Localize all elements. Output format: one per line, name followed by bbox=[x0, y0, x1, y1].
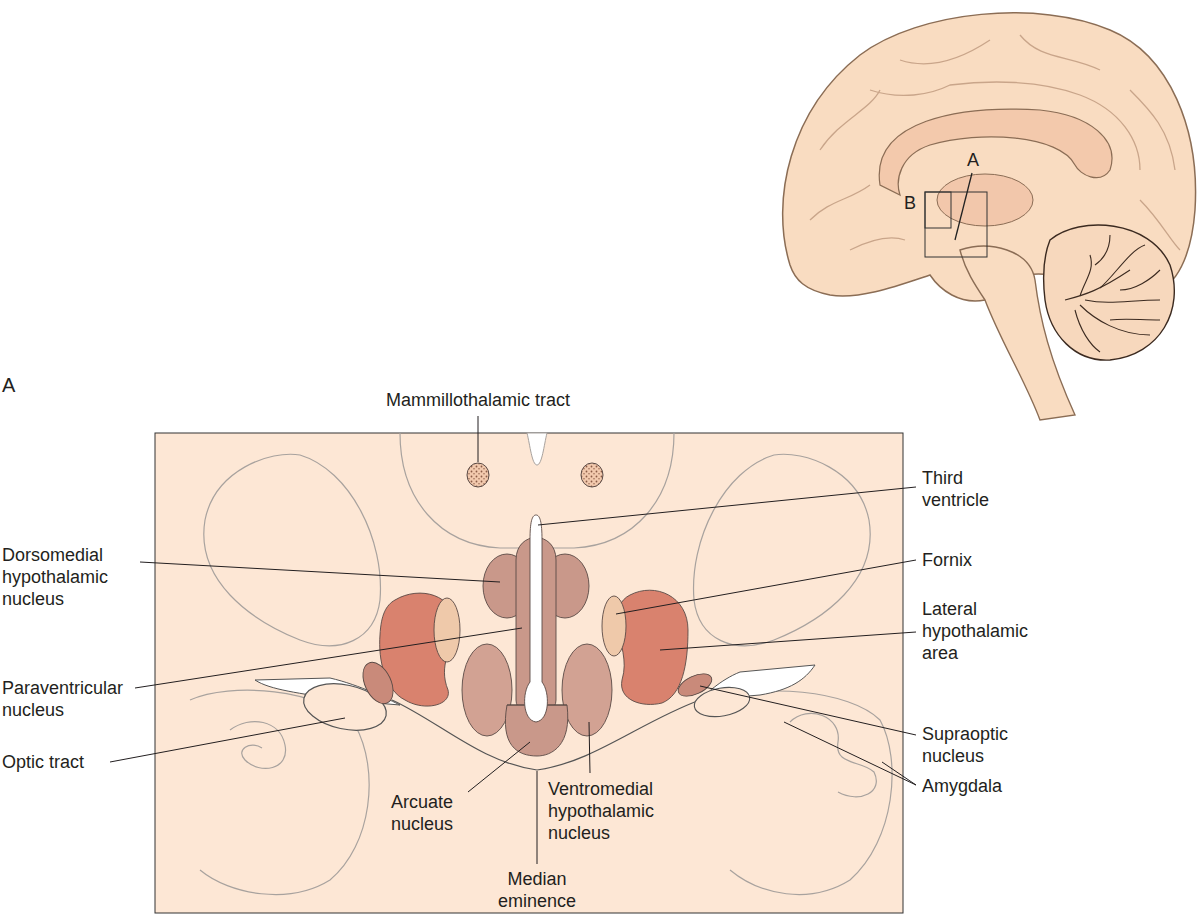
leader-line bbox=[784, 722, 916, 785]
supraoptic-nucleus-shape bbox=[357, 658, 399, 709]
structure-label: Lateral hypothalamic area bbox=[922, 598, 1040, 664]
background-structures bbox=[190, 433, 892, 894]
structure-label: Paraventricular nucleus bbox=[2, 677, 142, 721]
structure-label: Mammillothalamic tract bbox=[358, 389, 598, 411]
section-letter: A bbox=[967, 149, 987, 171]
brain-inset bbox=[783, 13, 1196, 420]
leader-line bbox=[616, 560, 916, 614]
section-letter: B bbox=[904, 192, 924, 214]
leader-line bbox=[468, 742, 530, 792]
section-box-inner bbox=[925, 192, 951, 228]
ventromedial-nucleus-shape bbox=[562, 644, 612, 736]
leader-line bbox=[110, 718, 345, 762]
mammillothalamic-tract-shape bbox=[467, 463, 489, 487]
structure-label: Arcuate nucleus bbox=[380, 791, 464, 835]
leader-line bbox=[537, 771, 538, 864]
cerebellar-folia bbox=[1065, 235, 1160, 352]
mammillothalamic-tract-shape bbox=[581, 463, 603, 487]
leader-line bbox=[538, 487, 916, 525]
supraoptic-nucleus-shape bbox=[675, 669, 715, 701]
structure-label: Dorsomedial hypothalamic nucleus bbox=[2, 544, 137, 610]
section-box-b bbox=[925, 192, 987, 257]
midline-notch bbox=[527, 433, 547, 465]
section-panel bbox=[155, 433, 903, 913]
leader-line bbox=[660, 632, 916, 650]
gyri bbox=[810, 35, 1180, 250]
section-line-a bbox=[955, 173, 972, 240]
structure-label: Amygdala bbox=[922, 775, 1032, 797]
ventromedial-nucleus-shape bbox=[462, 644, 512, 736]
leader-line bbox=[882, 762, 916, 785]
cerebellum bbox=[1044, 225, 1175, 360]
leader-line bbox=[140, 562, 500, 582]
structure-label: Median eminence bbox=[489, 868, 585, 912]
structure-label: Optic tract bbox=[2, 751, 112, 773]
fornix-shape bbox=[434, 598, 460, 662]
structure-label: Fornix bbox=[922, 549, 1022, 571]
fornix-shape bbox=[602, 596, 626, 656]
structure-label: Ventromedial hypothalamic nucleus bbox=[548, 778, 670, 844]
leader-line bbox=[135, 628, 522, 688]
panel-letter: A bbox=[2, 374, 32, 396]
leader-line bbox=[478, 416, 479, 462]
leader-lines bbox=[110, 416, 916, 864]
structure-label: Supraoptic nucleus bbox=[922, 723, 1027, 767]
leader-line bbox=[700, 686, 916, 735]
third-ventricle-shape bbox=[525, 515, 548, 722]
leader-line bbox=[589, 722, 590, 773]
structure-label: Third ventricle bbox=[922, 467, 1017, 511]
